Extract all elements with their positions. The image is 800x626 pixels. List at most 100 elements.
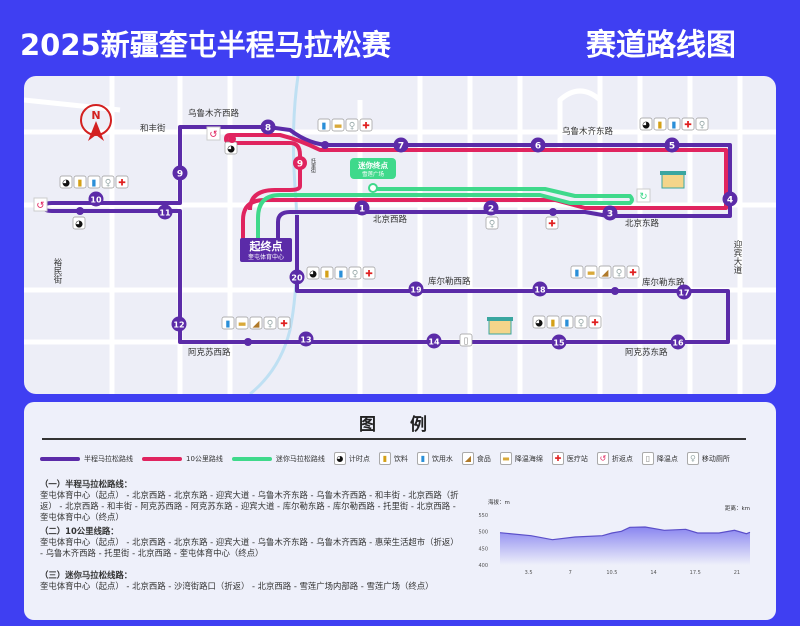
mini-marathon-route [256,187,634,246]
timing-icon: ◕ [306,266,320,280]
km-marker-19: 19 [408,281,424,297]
y-axis-label: 海拔：m [488,498,510,506]
svg-text:▮: ▮ [78,179,83,189]
svg-text:▯: ▯ [464,337,469,347]
supermarket-building-icon [660,171,686,189]
route-descriptions: （一）半程马拉松路线：奎屯体育中心（起点） - 北京西路 - 北京东路 - 迎宾… [40,476,460,592]
water-icon: ▮ [221,316,235,330]
legend-icon-item: ◕计时点 [333,452,370,465]
legend-divider [42,438,746,440]
legend-icon-item: ↺折返点 [596,452,633,465]
y-tick-label: 400 [478,563,488,569]
svg-text:▬: ▬ [587,269,596,279]
svg-text:7: 7 [398,142,404,152]
half-marathon-route [42,125,732,344]
svg-text:✚: ✚ [684,121,692,131]
medical-icon: ✚ [551,452,564,465]
road-label: 北京东路 [625,218,660,229]
toilet-icon: ♀ [348,266,362,280]
svg-text:18: 18 [534,286,546,295]
svg-text:▮: ▮ [658,121,663,131]
svg-text:▬: ▬ [238,320,247,330]
mini-finish-point [368,183,378,193]
sponge-icon: ▬ [499,452,512,465]
legend-icon-item: ▬降温海绵 [499,452,543,465]
sponge-icon: ▬ [235,316,249,330]
svg-text:5: 5 [669,142,675,152]
svg-text:12: 12 [173,321,184,330]
station-icons: ◕▮▮✚♀ [639,117,709,131]
timing-icon: ◕ [224,141,238,155]
station-icons: ♀ [485,216,499,230]
turnaround-icon: ↺ [596,452,609,465]
y-tick-label: 450 [478,546,488,552]
route-title: （二）10公里线路： [40,526,119,536]
km-marker-5: 5 [664,137,680,153]
km-marker-6: 6 [530,137,546,153]
y-tick-label: 500 [478,530,488,536]
km-marker-8: 8 [260,119,276,135]
svg-text:8: 8 [265,124,271,134]
toilet-icon: ♀ [612,265,626,279]
route-map[interactable]: 起终点 奎屯体育中心 迷你终点 雪莲广场 N 乌鲁木齐西路 和丰街 乌鲁木齐东路… [24,76,776,394]
cooling-icon: ▯ [641,452,654,465]
road-label: 托里街 [310,157,316,174]
medical-icon: ✚ [545,216,559,230]
svg-text:11: 11 [159,209,171,218]
svg-text:14: 14 [428,338,440,347]
svg-text:9: 9 [297,160,303,170]
km-marker-10: 10 [88,191,104,207]
svg-text:▮: ▮ [325,270,330,280]
x-tick-label: 14 [650,570,656,576]
road-label: 乌鲁木齐东路 [562,126,614,137]
route-text: 奎屯体育中心（起点） - 北京西路 - 北京东路 - 迎宾大道 - 乌鲁木齐东路… [40,490,459,522]
road-labels: 乌鲁木齐西路 和丰街 乌鲁木齐东路 北京西路 北京东路 库尔勒西路 库尔勒东路 … [52,108,742,358]
legend-icon-item: ▯降温点 [641,452,678,465]
svg-text:✚: ✚ [548,220,556,230]
elevation-line [499,526,751,541]
turnaround-icon: ↺ [33,197,48,212]
legend-line-item: 迷你马拉松路线 [231,454,325,464]
km-marker-14: 14 [426,333,442,349]
legend-title: 图 例 [359,415,441,435]
km-marker-2: 2 [483,200,499,216]
x-tick-label: 21 [734,570,740,576]
road-label: 北京西路 [373,214,408,225]
toilet-icon: ♀ [485,216,499,230]
drink-icon: ▮ [546,315,560,329]
medical-icon: ✚ [626,265,640,279]
svg-text:✚: ✚ [629,269,637,279]
svg-text:✚: ✚ [591,319,599,329]
route-text: 奎屯体育中心（起点） - 北京西路 - 北京东路 - 迎宾大道 - 乌鲁木齐东路… [40,537,459,558]
medical-icon: ✚ [362,266,376,280]
route-title: （一）半程马拉松路线： [40,479,133,489]
svg-text:◢: ◢ [253,320,260,330]
svg-text:✚: ✚ [280,320,288,330]
svg-text:奎屯体育中心: 奎屯体育中心 [248,253,284,261]
svg-text:雪莲广场: 雪莲广场 [362,170,385,178]
svg-text:迷你终点: 迷你终点 [357,160,388,170]
svg-text:3: 3 [607,210,613,220]
road-label: 迎宾大道 [732,239,742,274]
svg-text:♀: ♀ [267,320,274,330]
legend-icon-item: ♀移动厕所 [686,452,730,465]
svg-text:10: 10 [90,196,102,205]
svg-text:▮: ▮ [575,269,580,279]
toilet-icon: ♀ [345,118,359,132]
medical-icon: ✚ [681,117,695,131]
station-icons: ◕ [72,216,86,230]
road-label: 裕民街 [52,257,62,284]
mini-finish-label: 迷你终点 雪莲广场 [350,158,396,179]
svg-text:9: 9 [177,170,183,180]
km-marker-1: 1 [354,200,370,216]
legend-icon-item: ▮饮用水 [416,452,453,465]
svg-text:↻: ↻ [639,192,647,203]
svg-text:◕: ◕ [227,145,235,155]
road-label: 乌鲁木齐西路 [188,108,240,119]
start-finish-label: 起终点 奎屯体育中心 [240,238,292,262]
svg-text:↺: ↺ [209,130,217,141]
road-label: 阿克苏东路 [625,347,668,358]
km-marker-13: 13 [298,331,314,347]
elevation-area [500,527,750,565]
